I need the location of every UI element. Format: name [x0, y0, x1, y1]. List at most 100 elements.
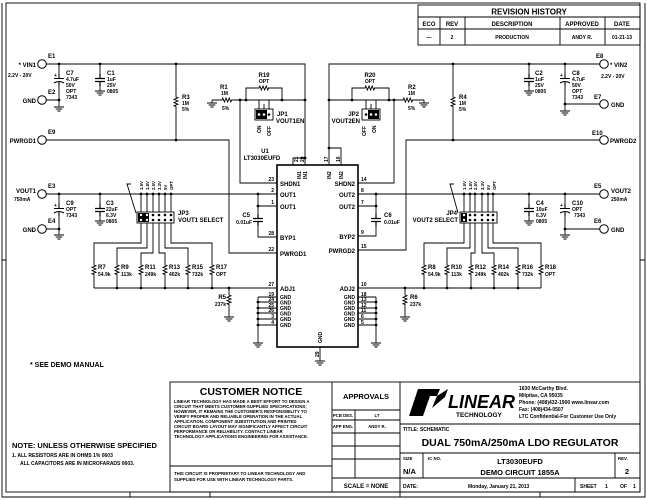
terminal-e5-vout2[interactable] [599, 189, 609, 199]
pin-number: 26 [268, 308, 274, 314]
ic-no-value: LT3030EUFD [497, 457, 543, 466]
terminal-sublabel: 2.2V - 20V [601, 74, 625, 80]
resistor-r19-symbol [256, 85, 272, 91]
pin-number: 17 [324, 156, 330, 162]
value-label: 5% [459, 107, 467, 113]
value-label: 1M [182, 101, 189, 107]
ground-icon [370, 339, 382, 348]
pin-name: GND [280, 306, 292, 312]
pin-number: 24 [268, 297, 274, 303]
value-label: 0.01uF [236, 220, 252, 226]
customer-notice-heading: CUSTOMER NOTICE [200, 386, 302, 398]
jumper-jp1[interactable]: ON OFF JP1 VOUT1EN [254, 108, 304, 136]
jumper-name: VOUT2 SELECT [413, 218, 459, 224]
capacitor-c1-symbol [94, 73, 106, 87]
ground-icon [523, 217, 535, 226]
value-label: OPT [66, 89, 76, 95]
general-notes: NOTE: UNLESS OTHERWISE SPECIFIED 1. ALL … [12, 441, 157, 467]
pin-name: GND [318, 332, 324, 344]
pin-name: PWRGD2 [329, 249, 356, 255]
rev-description: PRODUCTION [495, 35, 529, 41]
terminal-e9-pwrgd1[interactable] [37, 135, 47, 145]
jumper-option-label: OPT [169, 181, 174, 190]
ref-label: R20 [364, 73, 376, 79]
ref-label: R11 [145, 265, 156, 271]
proprietary-line: THIS CIRCUIT IS PROPRIETARY TO LINEAR TE… [174, 471, 305, 476]
rev-value: 2 [625, 467, 629, 476]
terminal-label: * VIN2 [610, 63, 628, 69]
ref-label: R1 [220, 85, 228, 91]
terminal-e4-gnd[interactable] [37, 224, 47, 234]
size-value: N/A [403, 467, 417, 476]
pin-number: 27 [268, 282, 274, 288]
pin-name: PWRGD1 [280, 252, 307, 258]
rev-header-approved: APPROVED [565, 22, 599, 28]
ref-label: R16 [522, 265, 534, 271]
pin-name: OUT1 [280, 205, 297, 211]
approval-role: APP ENG. [333, 424, 353, 429]
terminal-e8-vin2[interactable] [599, 59, 609, 69]
jumper-ref: JP1 [277, 112, 288, 118]
resistor-r8-symbol [421, 262, 427, 278]
terminal-e2-gnd[interactable] [37, 95, 47, 105]
pin-number: 20 [300, 156, 306, 162]
rev-number: 2 [451, 35, 454, 41]
value-label: 0805 [107, 89, 118, 95]
value-label: 732k [192, 272, 203, 278]
terminal-ref: E4 [48, 219, 56, 225]
company-address-line: 1630 McCarthy Blvd. [519, 386, 569, 392]
value-label: 25V [535, 83, 545, 89]
value-label: 5% [408, 106, 416, 112]
pin-name: OUT1 [280, 193, 297, 199]
approval-role: PCB DES. [333, 413, 353, 418]
resistor-r9-symbol [114, 262, 120, 278]
approval-name: LT [375, 413, 380, 418]
of-label: OF [620, 484, 627, 490]
pin-name: GND [280, 323, 292, 329]
title-label: TITLE: SCHEMATIC [403, 427, 450, 433]
pin-number: 1 [271, 200, 274, 206]
pin-name: BYP2 [339, 235, 355, 241]
value-label: 113k [451, 272, 462, 278]
ref-label: R17 [216, 265, 228, 271]
terminal-e1-vin1[interactable] [37, 59, 47, 69]
rev-date: 01-21-13 [612, 35, 632, 41]
resistor-r12-symbol [468, 262, 474, 278]
ground-icon [53, 231, 65, 240]
pin-name: GND [344, 295, 356, 301]
value-label: 6.3V [536, 213, 547, 219]
ref-label: R14 [498, 265, 510, 271]
pin-number: 10 [361, 282, 367, 288]
resistor-r4-symbol [450, 94, 456, 110]
terminal-e3-vout1[interactable] [37, 189, 47, 199]
jumper-name: VOUT2EN [332, 119, 360, 125]
terminal-ref: E1 [48, 54, 56, 60]
revision-history-table: REVISION HISTORY ECO REV DESCRIPTION APP… [417, 4, 641, 46]
date-label: DATE: [403, 484, 418, 490]
company-address-line: Milpitas, CA 95035 [519, 393, 563, 399]
jumper-option-label: 3.3V [480, 181, 485, 190]
ref-label: C7 [66, 71, 74, 77]
ref-label: C4 [536, 201, 544, 207]
customer-notice-line: LINEAR TECHNOLOGY HAS MADE A BEST EFFORT… [174, 399, 309, 404]
capacitor-c7-symbol [53, 72, 65, 87]
ref-label: C3 [106, 201, 114, 207]
sheet-total: 1 [633, 484, 636, 490]
pin-number: 15 [361, 244, 367, 250]
jumper-jp4[interactable]: JP4 VOUT2 SELECT 1.5V 1.8V 2.5V 3.3V 5V … [413, 181, 498, 224]
terminal-e6-gnd[interactable] [599, 224, 609, 234]
resistor-r15-symbol [185, 262, 191, 278]
ground-icon [418, 99, 430, 108]
jumper-jp2[interactable]: OFF ON JP2 VOUT2EN [332, 108, 381, 136]
pin-name: ADJ1 [280, 287, 296, 293]
jumper-jp3[interactable]: JP3 VOUT1 SELECT 1.5V 1.8V 2.5V 3.3V 5V … [136, 181, 224, 224]
company-phone-web: Phone: (408)432-1900 www.linear.com [519, 400, 610, 406]
value-label: 6.3V [106, 213, 117, 219]
pin-number: 8 [361, 188, 364, 194]
see-demo-manual-note: * SEE DEMO MANUAL [30, 362, 105, 369]
date-value: Monday, January 21, 2013 [468, 484, 530, 490]
ground-icon [559, 231, 571, 240]
ref-label: R9 [121, 265, 129, 271]
pin-name: GND [344, 312, 356, 318]
